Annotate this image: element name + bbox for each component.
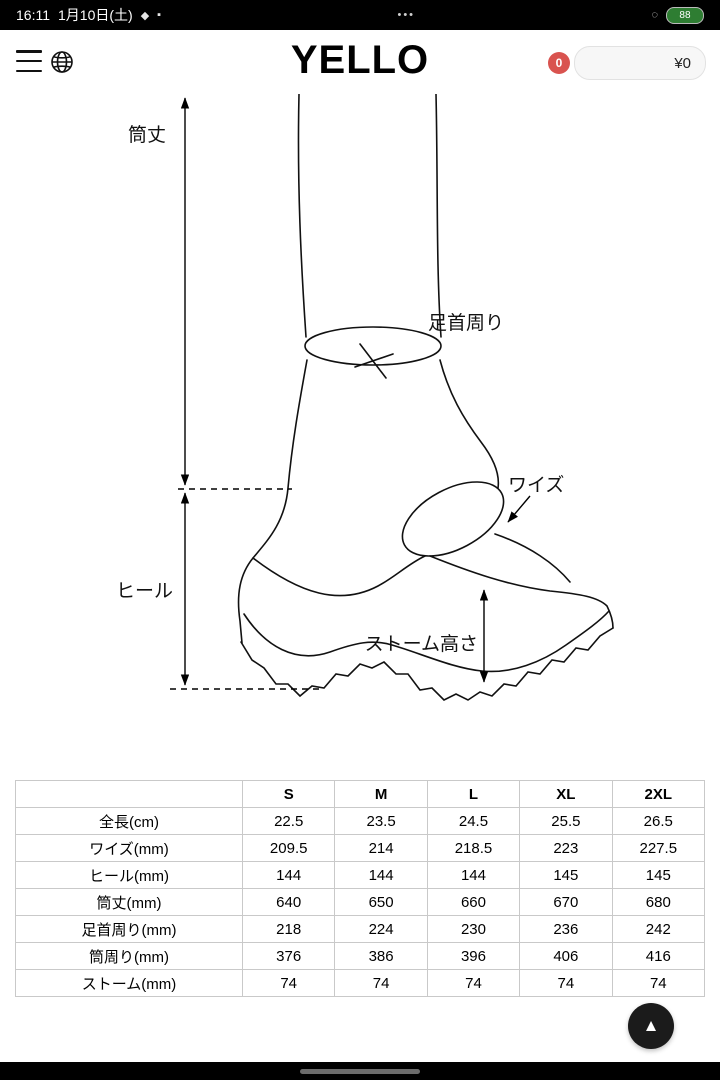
- boot-front-contour: [439, 359, 500, 489]
- cell: 230: [426, 915, 521, 943]
- sole-tread-zigzag: [240, 627, 614, 701]
- size-table: S M L XL 2XL 全長(cm) 22.5 23.5 24.5 25.5 …: [15, 780, 706, 997]
- cell: 670: [519, 888, 613, 916]
- cell: 74: [426, 969, 521, 997]
- cell: 227.5: [611, 834, 706, 862]
- table-row: ヒール(mm) 144 144 144 145 145: [15, 861, 706, 889]
- cell: 26.5: [611, 807, 706, 835]
- cell: 224: [334, 915, 428, 943]
- language-globe-icon[interactable]: [50, 50, 74, 74]
- label-storm-height: ストーム高さ: [365, 633, 478, 655]
- notification-icon: ◆: [140, 9, 150, 22]
- cell: 145: [519, 861, 613, 889]
- table-row: 筒丈(mm) 640 650 660 670 680: [15, 888, 706, 916]
- row-label: 筒周り(mm): [15, 942, 243, 970]
- cell: 660: [426, 888, 521, 916]
- leg-left-line: [297, 94, 307, 338]
- size-table-header-row: S M L XL 2XL: [15, 780, 706, 808]
- cell: 650: [334, 888, 428, 916]
- cell: 406: [519, 942, 613, 970]
- size-table-section: S M L XL 2XL 全長(cm) 22.5 23.5 24.5 25.5 …: [15, 780, 706, 997]
- cell: 22.5: [241, 807, 336, 835]
- label-width: ワイズ: [508, 474, 564, 496]
- cell: 376: [241, 942, 336, 970]
- up-arrow-icon: ▲: [642, 1016, 660, 1035]
- size-table-corner-cell: [15, 780, 243, 808]
- gesture-handle[interactable]: [300, 1068, 420, 1074]
- table-row: 筒周り(mm) 376 386 396 406 416: [15, 942, 706, 970]
- cart-total: ¥0: [574, 46, 706, 80]
- col-header-xl: XL: [519, 780, 613, 808]
- col-header-m: M: [334, 780, 428, 808]
- status-time: 16:11: [16, 7, 50, 23]
- cell: 144: [426, 861, 521, 889]
- cell: 145: [611, 861, 706, 889]
- cell: 218: [241, 915, 336, 943]
- upper-toe-line: [494, 533, 571, 583]
- boot-outline: [237, 94, 614, 701]
- cell: 74: [611, 969, 706, 997]
- label-ankle-circumference: 足首周り: [428, 312, 504, 334]
- menu-button[interactable]: [16, 50, 42, 72]
- notification-icon-2: ▪: [157, 9, 162, 21]
- col-header-l: L: [426, 780, 521, 808]
- row-label: ストーム(mm): [15, 969, 243, 997]
- label-heel: ヒール: [116, 581, 173, 602]
- row-label: ヒール(mm): [15, 861, 243, 889]
- boot-measurement-diagram: 筒丈 足首周り ワイズ ヒール ストーム高さ: [0, 94, 720, 759]
- row-label: 筒丈(mm): [15, 888, 243, 916]
- row-label: 足首周り(mm): [15, 915, 243, 943]
- col-header-s: S: [241, 780, 336, 808]
- cell: 74: [241, 969, 336, 997]
- cell: 25.5: [519, 807, 613, 835]
- status-date: 1月10日(土): [58, 7, 133, 23]
- cell: 74: [519, 969, 613, 997]
- cell: 23.5: [334, 807, 428, 835]
- status-bar: 16:11 1月10日(土) ◆ ▪ ••• ◌ 88: [0, 0, 720, 30]
- col-header-2xl: 2XL: [611, 780, 706, 808]
- cell: 386: [334, 942, 428, 970]
- boot-back-contour: [237, 359, 308, 644]
- site-header: YELLO 0 ¥0: [0, 30, 720, 94]
- cell: 416: [611, 942, 706, 970]
- cell: 218.5: [426, 834, 521, 862]
- cart-count-badge: 0: [548, 52, 570, 74]
- table-row: ワイズ(mm) 209.5 214 218.5 223 227.5: [15, 834, 706, 862]
- cell: 214: [334, 834, 428, 862]
- cell: 24.5: [426, 807, 521, 835]
- cell: 236: [519, 915, 613, 943]
- vamp-width-ellipse: [401, 481, 505, 557]
- cell: 680: [611, 888, 706, 916]
- cell: 223: [519, 834, 613, 862]
- ankle-cross-mark-2: [354, 353, 394, 368]
- label-shaft-height: 筒丈: [128, 124, 166, 146]
- cell: 144: [241, 861, 336, 889]
- cell: 640: [241, 888, 336, 916]
- brand-logo[interactable]: YELLO: [290, 38, 430, 82]
- table-row: 全長(cm) 22.5 23.5 24.5 25.5 26.5: [15, 807, 706, 835]
- cell: 209.5: [241, 834, 336, 862]
- cell: 74: [334, 969, 428, 997]
- platform-top-left: [252, 555, 426, 597]
- cell: 144: [334, 861, 428, 889]
- cell: 396: [426, 942, 521, 970]
- cart-button[interactable]: 0 ¥0: [548, 46, 706, 80]
- leg-right-line: [435, 94, 442, 338]
- platform-top-front: [429, 555, 614, 629]
- scroll-to-top-button[interactable]: ▲: [628, 1003, 674, 1049]
- row-label: 全長(cm): [15, 807, 243, 835]
- table-row: 足首周り(mm) 218 224 230 236 242: [15, 915, 706, 943]
- table-row: ストーム(mm) 74 74 74 74 74: [15, 969, 706, 997]
- cell: 242: [611, 915, 706, 943]
- android-navigation-bar: [0, 1062, 720, 1080]
- row-label: ワイズ(mm): [15, 834, 243, 862]
- ankle-ellipse: [304, 326, 442, 366]
- width-arrow: [507, 495, 531, 523]
- sole-top-wave: [243, 610, 610, 673]
- battery-indicator: 88: [665, 6, 704, 24]
- camera-cutout-dots: •••: [397, 9, 416, 21]
- network-icon: ◌: [651, 9, 658, 21]
